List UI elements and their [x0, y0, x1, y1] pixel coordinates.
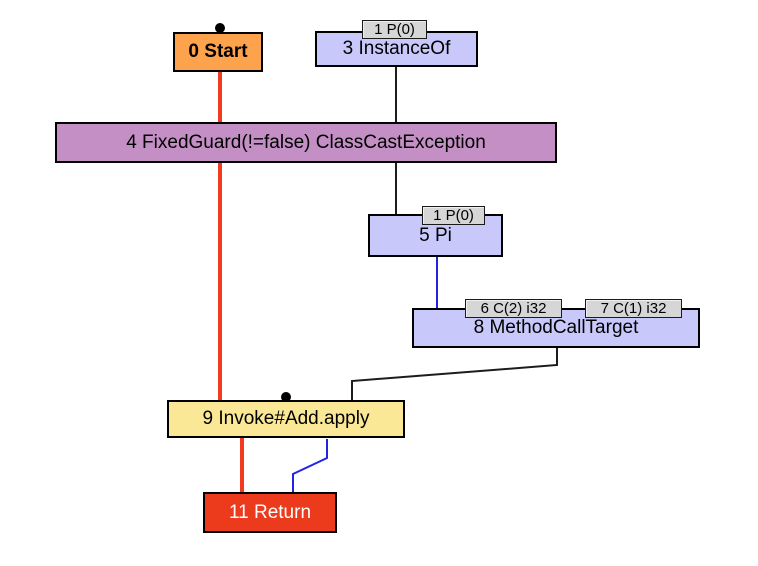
- node-pi-label: 5 Pi: [419, 224, 452, 246]
- input-stub-p0-pi[interactable]: 1 P(0): [422, 206, 485, 225]
- predecessor-port-dot-start: [215, 23, 225, 33]
- node-return[interactable]: 11 Return: [203, 492, 337, 533]
- node-return-label: 11 Return: [228, 501, 312, 523]
- node-invoke[interactable]: 9 Invoke#Add.apply: [167, 400, 405, 438]
- node-start[interactable]: 0 Start: [173, 32, 263, 72]
- node-instanceof-label: 3 InstanceOf: [342, 38, 451, 59]
- node-invoke-label: 9 Invoke#Add.apply: [202, 408, 370, 429]
- predecessor-port-dot-invoke: [281, 392, 291, 402]
- input-stub-c2-i32-label: 6 C(2) i32: [480, 300, 547, 317]
- node-start-label: 0 Start: [188, 41, 248, 62]
- input-stub-c1-i32[interactable]: 7 C(1) i32: [585, 299, 682, 318]
- input-stub-c1-i32-label: 7 C(1) i32: [600, 300, 667, 317]
- input-stub-p0-pi-label: 1 P(0): [433, 207, 474, 224]
- input-stub-c2-i32[interactable]: 6 C(2) i32: [465, 299, 562, 318]
- input-stub-p0-instanceof[interactable]: 1 P(0): [362, 20, 427, 39]
- input-stub-p0-instanceof-label: 1 P(0): [374, 21, 415, 38]
- node-methodcalltarget-label: 8 MethodCallTarget: [473, 317, 639, 338]
- node-fixedguard-label: 4 FixedGuard(!=false) ClassCastException: [126, 131, 486, 153]
- edge-data-methodcalltarget-invoke[interactable]: [351, 346, 558, 402]
- node-fixedguard[interactable]: 4 FixedGuard(!=false) ClassCastException: [55, 122, 557, 163]
- edge-data-invoke-return[interactable]: [292, 439, 328, 494]
